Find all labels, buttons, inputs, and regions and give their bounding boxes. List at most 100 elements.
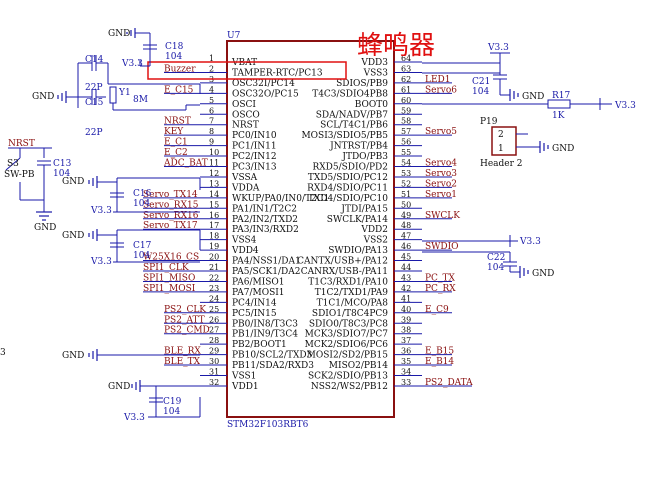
right-pin-name: BOOT0 [355,100,389,110]
left-pin-number: 9 [209,138,214,147]
right-pin-number: 39 [401,315,411,324]
left-pin-name: OSC32O/PC15 [232,89,299,99]
right-net-label: LED1 [425,75,451,85]
c15-ref: C15 [85,98,104,108]
right-pin-name: JTDO/PB3 [341,152,388,162]
left-pin-number: 16 [209,211,219,220]
right-net-label: PC_TX [425,273,455,283]
right-pin-number: 57 [401,127,411,136]
left-pin-name: PA4/NSS1/DA1 [232,257,301,267]
gnd-label-c22: GND [532,269,554,279]
right-pin-name: CANRX/USB-/PA11 [301,267,388,277]
left-pin-number: 24 [209,294,219,303]
gnd-symbol-c21 [509,89,519,101]
buzzer-highlight-box [147,61,347,80]
left-net-label: SPI1_MOSI [143,284,196,294]
v33-label-c22: V3.3 [519,237,541,247]
right-pin-number: 40 [401,305,411,314]
left-net-label: SPI1_MISO [143,273,195,283]
v33-label-c17: V3.3 [90,257,112,267]
right-pin-number: 56 [401,138,411,147]
left-net-label: Servo_RX15 [143,200,199,210]
y1-value: 8M [133,95,148,105]
right-pin-name: MOSI3/SDIO5/PB5 [301,131,388,141]
right-net-label: E_C9 [425,305,449,315]
right-pin-number: 62 [401,75,411,84]
left-pin-number: 12 [209,169,219,178]
right-net-label: Servo5 [425,127,457,137]
right-pin-name: MOSI2/SD2/PB15 [307,351,389,361]
right-pin-name: T4C3/SDIO4PB8 [312,89,388,99]
left-pin-number: 25 [209,305,219,314]
left-pin-name: OSCO [232,110,260,120]
left-pin-number: 10 [209,148,219,157]
left-pin-name: PA7/MOSI1 [232,288,285,298]
right-pin-number: 64 [401,54,411,63]
right-pin-number: 55 [401,148,411,157]
header-p19 [491,126,517,156]
crystal-y1 [109,86,117,104]
left-pin-name: PC2/IN12 [232,152,277,162]
right-pin-name: SDIO0/T8C3/PC8 [309,319,388,329]
gnd-symbol-c17 [88,229,98,241]
left-pin-name: PB0/IN8/T3C3 [232,319,298,329]
v33-label-vbat: V3.3 [121,59,143,69]
left-net-label: PS2_CLK [164,305,206,315]
left-pin-number: 14 [209,190,219,199]
s3-value: SW-PB [4,170,35,180]
right-pin-name: NSS2/WS2/PB12 [311,382,388,392]
right-pin-number: 48 [401,221,411,230]
left-net-label: SPI1_CLK [143,263,189,273]
right-pin-number: 47 [401,232,411,241]
right-net-label: PS2_DATA [425,378,473,388]
left-net-label: PS2_CMD [164,326,210,336]
gnd-label-c16: GND [62,177,84,187]
left-pin-number: 29 [209,347,219,356]
gnd-label-s3: GND [34,223,56,233]
c14-ref: C14 [85,55,104,65]
right-pin-number: 60 [401,96,411,105]
right-pin-name: VDD2 [360,225,388,235]
right-pin-number: 43 [401,273,411,282]
p19-ref: P19 [480,117,498,127]
right-pin-name: SCK2/SDIO/PB13 [308,372,388,382]
right-pin-number: 49 [401,211,411,220]
gnd-symbol-c18 [126,28,136,38]
left-pin-number: 18 [209,232,219,241]
right-pin-number: 33 [401,378,411,387]
left-net-label: KEY [164,127,184,137]
gnd-symbol-crystal [57,91,67,103]
left-net-label: E_C1 [164,138,188,148]
c13-value: 104 [53,169,70,179]
c13-ref: C13 [53,159,72,169]
left-pin-name: PC3/IN13 [232,163,277,173]
gnd-label-boot1: GND [62,351,84,361]
left-net-label: Servo_RX16 [143,211,199,221]
right-pin-name: TXD4/SDIO/PC10 [308,194,388,204]
left-net-label: E_C15 [164,85,194,95]
r17-ref: R17 [552,91,571,101]
right-pin-name: T1C2/TXD1/PA9 [315,288,388,298]
left-pin-name: PB1/IN9/T3C4 [232,330,298,340]
c17-value: 104 [133,251,150,261]
left-pin-number: 13 [209,179,219,188]
left-pin-name: PA1/IN1/T2C2 [232,204,297,214]
left-pin-name: TAMPER-RTC/PC13 [232,68,323,78]
p19-pin1: 1 [498,144,504,154]
gnd-label-c19: GND [108,382,130,392]
left-pin-number: 32 [209,378,219,387]
left-pin-name: PC0/IN10 [232,131,277,141]
left-pin-name: PB2/BOOT1 [232,340,287,350]
left-net-label: PS2_ATT [164,315,205,325]
gnd-symbol-c22 [519,266,529,278]
gnd-label-p19: GND [552,144,574,154]
left-pin-name: PB10/SCL2/TXD3 [232,351,313,361]
left-pin-number: 2 [209,64,214,73]
left-pin-name: VDD4 [231,246,259,256]
left-net-label: E_C2 [164,148,188,158]
r17-value: 1K [552,111,565,121]
right-pin-name: MISO2/PB14 [329,361,388,371]
left-pin-name: PC5/IN15 [232,309,277,319]
c21-ref: C21 [472,77,490,87]
right-pin-name: TXD5/SDIO/PC12 [308,173,388,183]
